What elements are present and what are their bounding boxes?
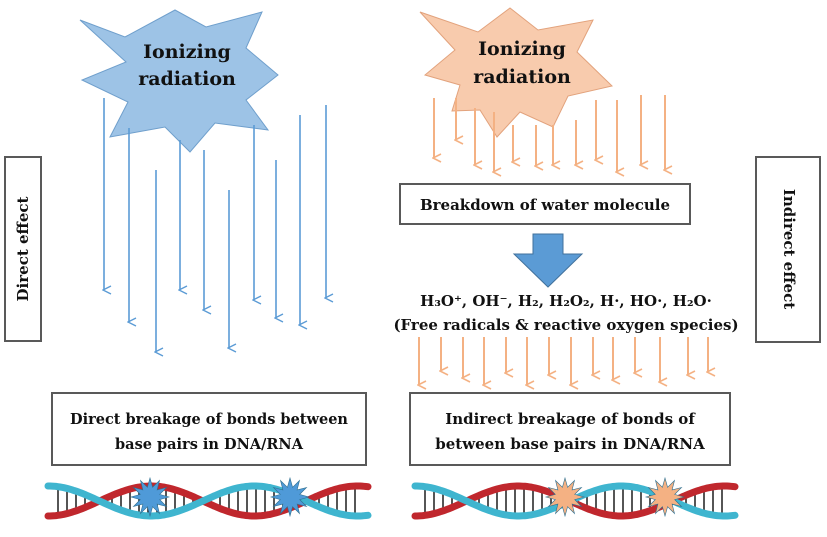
radical-arrows — [419, 337, 708, 385]
indirect-effect-label: Indirect effect — [780, 189, 798, 309]
dna-strand-teal — [44, 482, 372, 520]
dna-damage-burst-2 — [644, 476, 686, 518]
water-breakdown-box — [399, 183, 691, 225]
down-block-arrow — [512, 233, 584, 288]
right-radiation-title-line1: Ionizing — [478, 38, 566, 60]
radiolysis-products: H₃O⁺, OH⁻, H₂, H₂O₂, H·, HO·, H₂O· — [420, 292, 712, 310]
dna-damage-burst-2 — [269, 476, 311, 518]
product-oh: OH⁻ — [472, 292, 507, 310]
left-panel: Ionizing radiation Direct effect Direct … — [4, 9, 367, 466]
products-note: (Free radicals & reactive oxygen species… — [393, 316, 738, 334]
left-radiation-title-line1: Ionizing — [143, 41, 231, 63]
product-h2: H₂ — [518, 292, 539, 310]
direct-breakage-box — [51, 392, 367, 466]
direct-effect-box — [4, 156, 42, 342]
product-h2o2: H₂O₂ — [549, 292, 589, 310]
left-dna-helix — [44, 476, 372, 520]
product-h-radical: H· — [600, 292, 619, 310]
indirect-breakage-box — [409, 392, 731, 466]
left-radiation-title-line2: radiation — [138, 68, 236, 90]
product-h3o: H₃O⁺ — [420, 292, 462, 310]
left-radiation-star — [79, 9, 279, 153]
left-radiation-arrows — [104, 98, 326, 352]
right-panel: Ionizing radiation Breakdown of water mo… — [393, 7, 821, 466]
direct-effect-label: Direct effect — [14, 196, 32, 301]
dna-damage-burst-1 — [544, 476, 586, 518]
indirect-breakage-line2: between base pairs in DNA/RNA — [435, 435, 705, 453]
direct-breakage-line2: base pairs in DNA/RNA — [115, 436, 304, 453]
right-radiation-title-line2: radiation — [473, 66, 571, 88]
direct-breakage-line1: Direct breakage of bonds between — [70, 411, 348, 428]
indirect-effect-box — [755, 156, 821, 343]
product-ho-radical: HO· — [630, 292, 662, 310]
dna-damage-burst-1 — [129, 476, 171, 518]
indirect-breakage-line1: Indirect breakage of bonds of — [445, 410, 696, 428]
right-radiation-arrows — [434, 95, 665, 172]
product-h2o-radical: H₂O· — [673, 292, 712, 310]
right-dna-helix — [411, 476, 739, 520]
water-breakdown-label: Breakdown of water molecule — [420, 196, 670, 214]
